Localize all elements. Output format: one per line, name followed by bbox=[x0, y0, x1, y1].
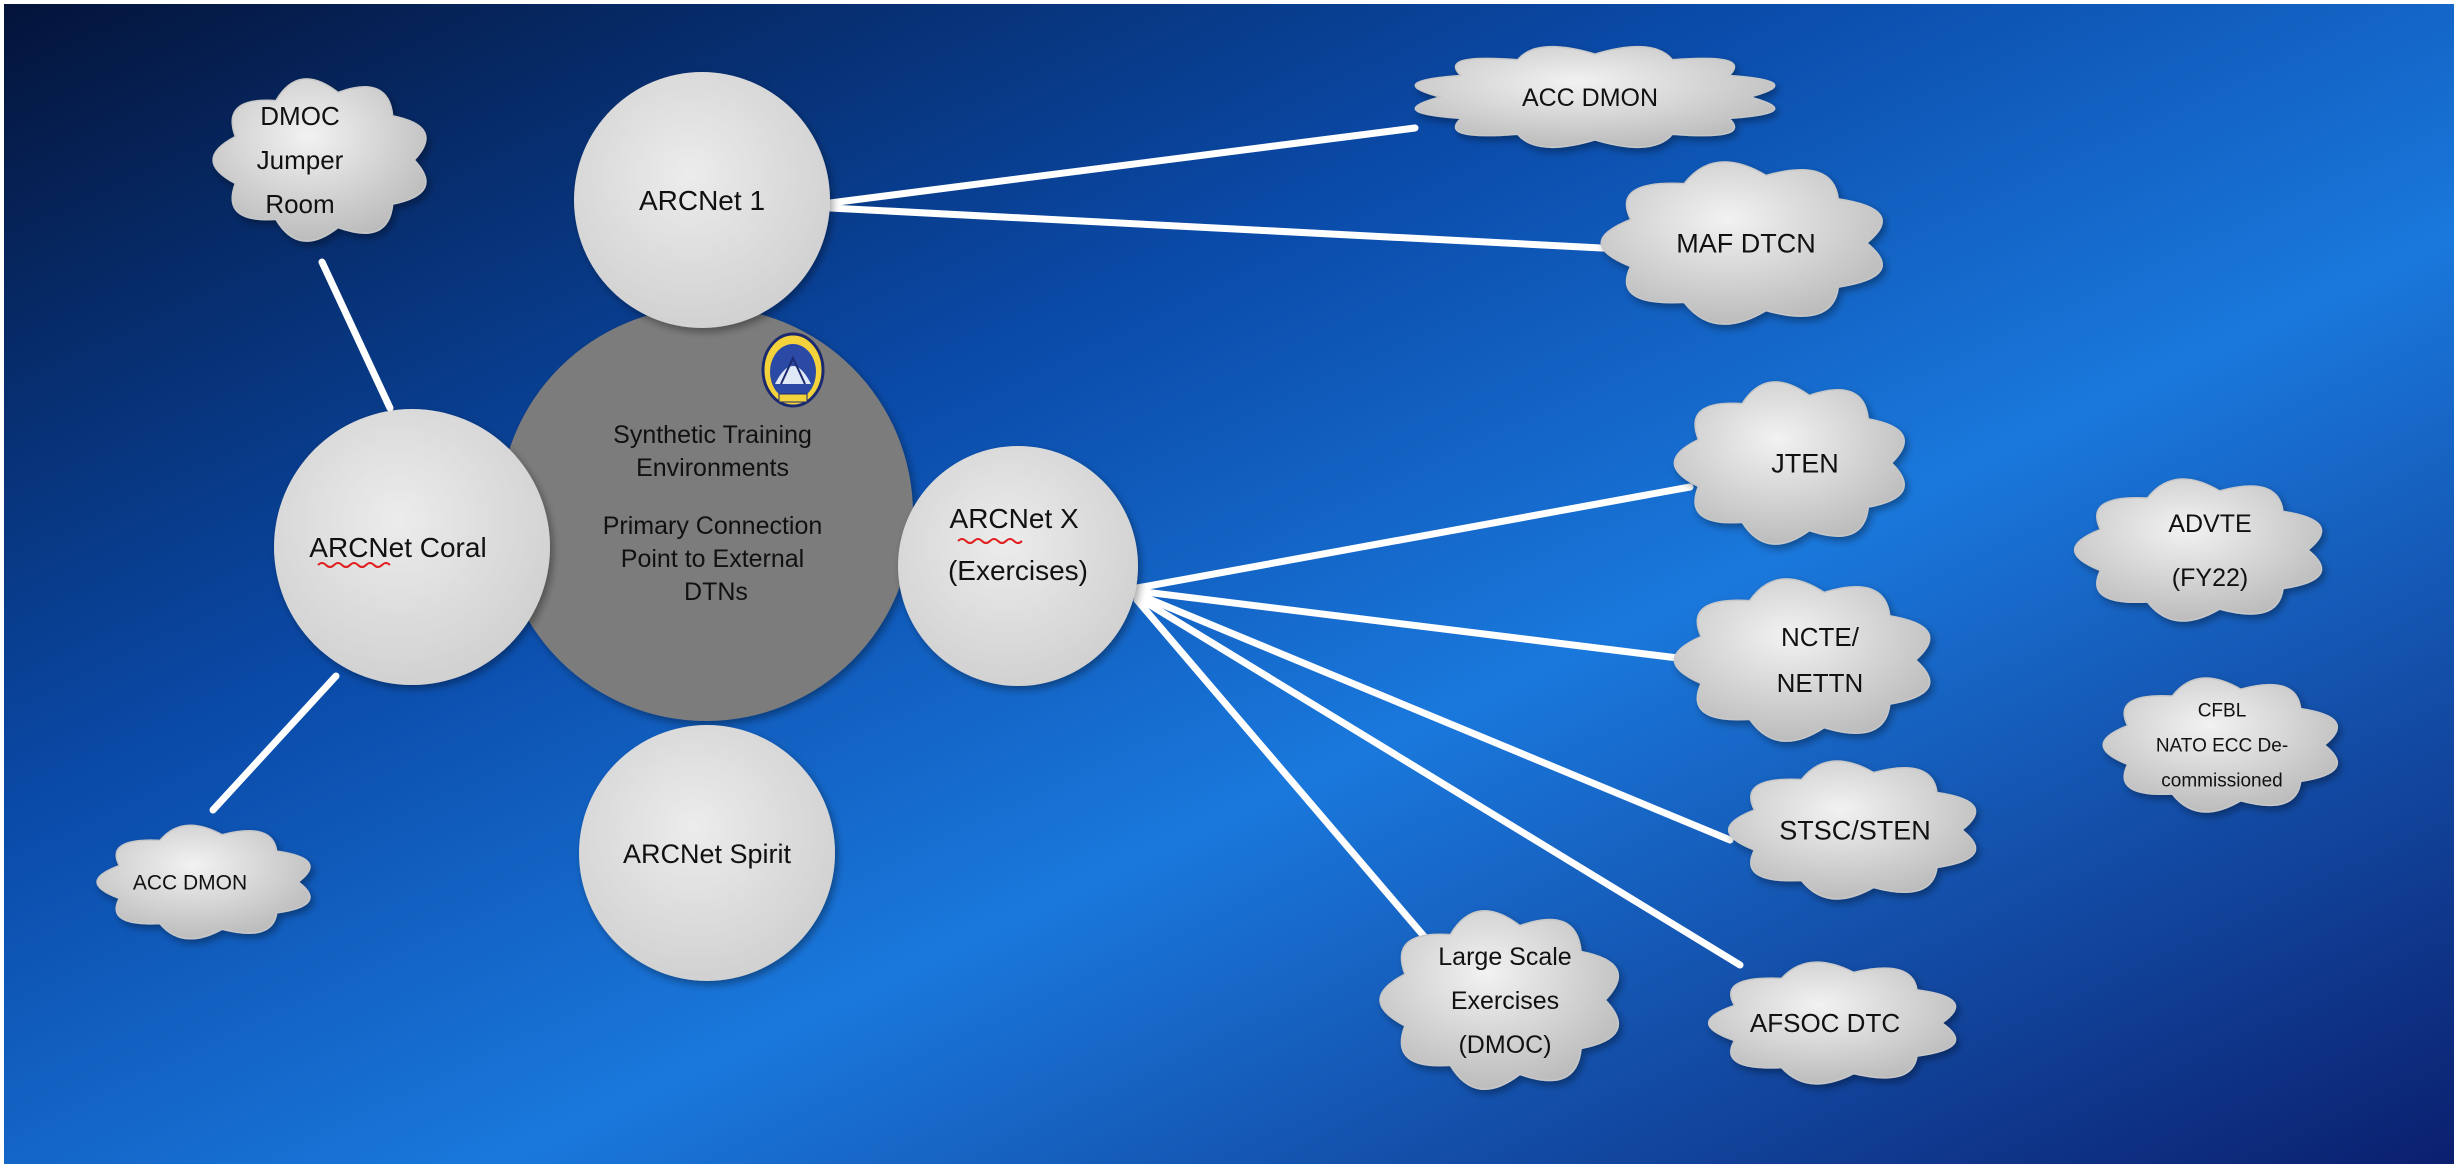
arcnet-coral-node: ARCNet Coral bbox=[274, 409, 550, 685]
arcnet-spirit-label: ARCNet Spirit bbox=[623, 839, 792, 869]
hub-line: DTNs bbox=[684, 578, 748, 606]
link-x-jten bbox=[1133, 483, 1694, 592]
cloud-cfbl: CFBL NATO ECC De-commissioned bbox=[2102, 677, 2338, 813]
cloud-shape bbox=[2073, 478, 2323, 622]
link-arcnet1-maf-dtcn bbox=[826, 204, 1644, 254]
arcnet-x-label: ARCNet X (Exercises) bbox=[948, 503, 1088, 586]
cloud-label: DMOC bbox=[260, 101, 339, 131]
link-x-large-scale bbox=[1133, 596, 1444, 959]
connector-lines bbox=[209, 124, 1744, 969]
arcnet-x-line: (Exercises) bbox=[948, 555, 1088, 586]
hub-line: Environments bbox=[636, 454, 789, 482]
cloud-maf-dtcn: MAF DTCN bbox=[1600, 161, 1883, 325]
cloud-label: (DMOC) bbox=[1458, 1031, 1551, 1059]
spellcheck-underline bbox=[957, 538, 1023, 544]
cloud-label: (FY22) bbox=[2172, 564, 2248, 592]
arcnet1-label: ARCNet 1 bbox=[639, 185, 765, 216]
cloud-shape bbox=[1414, 45, 1776, 149]
cloud-label: NATO ECC De- bbox=[2156, 736, 2288, 757]
cloud-shape bbox=[1727, 760, 1977, 900]
arcnet-x-line: ARCNet X bbox=[950, 503, 1079, 534]
spellcheck-underline bbox=[317, 562, 391, 568]
cloud-jten: JTEN bbox=[1673, 381, 1905, 545]
unit-emblem-icon bbox=[761, 332, 825, 408]
cloud-shape bbox=[1673, 578, 1931, 742]
cloud-acc-dmon-top: ACC DMON bbox=[1414, 45, 1776, 149]
hub-line: Synthetic Training bbox=[613, 421, 812, 449]
cloud-shape bbox=[1379, 910, 1620, 1090]
cloud-label: STSC/STEN bbox=[1779, 816, 1931, 846]
hub-line: Point to External bbox=[621, 545, 804, 573]
cloud-advte: ADVTE (FY22) bbox=[2073, 478, 2323, 622]
cloud-shape bbox=[1673, 381, 1905, 545]
cloud-label: MAF DTCN bbox=[1676, 228, 1815, 258]
link-coral-acc-dmon bbox=[209, 672, 340, 814]
cloud-label: ADVTE bbox=[2168, 510, 2251, 538]
link-x-ncte bbox=[1133, 587, 1714, 666]
cloud-ncte-nettn: NCTE/NETTN bbox=[1673, 578, 1931, 742]
cloud-label: Room bbox=[265, 189, 334, 219]
cloud-shape bbox=[212, 78, 427, 242]
cloud-label: CFBL bbox=[2198, 701, 2247, 722]
cloud-label: Jumper bbox=[257, 145, 344, 175]
arcnet-x-node: ARCNet X (Exercises) bbox=[898, 446, 1138, 686]
cloud-shape bbox=[1600, 161, 1883, 325]
hub-line: Primary Connection bbox=[603, 512, 823, 540]
arcnet1-node: ARCNet 1 bbox=[574, 72, 830, 328]
cloud-shape bbox=[96, 824, 311, 940]
cloud-label: NCTE/ bbox=[1781, 622, 1860, 652]
cloud-acc-dmon-left: ACC DMON bbox=[96, 824, 311, 940]
cloud-label: JTEN bbox=[1771, 448, 1839, 478]
cloud-label: Exercises bbox=[1451, 987, 1559, 1015]
cloud-label: ACC DMON bbox=[1522, 84, 1658, 112]
link-x-stsc bbox=[1133, 590, 1734, 844]
cloud-stsc-sten: STSC/STEN bbox=[1727, 760, 1977, 900]
arcnet-spirit-node: ARCNet Spirit bbox=[579, 725, 835, 981]
cloud-label: commissioned bbox=[2161, 771, 2282, 792]
link-arcnet1-acc-dmon bbox=[826, 124, 1419, 207]
link-coral-dmoc-jumper bbox=[318, 258, 394, 412]
cloud-shape bbox=[2102, 677, 2338, 813]
cloud-label: AFSOC DTC bbox=[1750, 1008, 1900, 1038]
cloud-label: NETTN bbox=[1777, 668, 1864, 698]
cloud-label: Large Scale bbox=[1438, 943, 1571, 971]
link-x-afsoc bbox=[1133, 593, 1744, 969]
cloud-shape bbox=[1707, 961, 1957, 1085]
cloud-afsoc-dtc: AFSOC DTC bbox=[1707, 961, 1957, 1085]
hub-label: Synthetic Training Environments Primary … bbox=[603, 421, 829, 606]
cloud-label: ACC DMON bbox=[133, 871, 247, 894]
hub-node: Synthetic Training Environments Primary … bbox=[499, 307, 913, 721]
arcnet-coral-label: ARCNet Coral bbox=[309, 532, 486, 563]
